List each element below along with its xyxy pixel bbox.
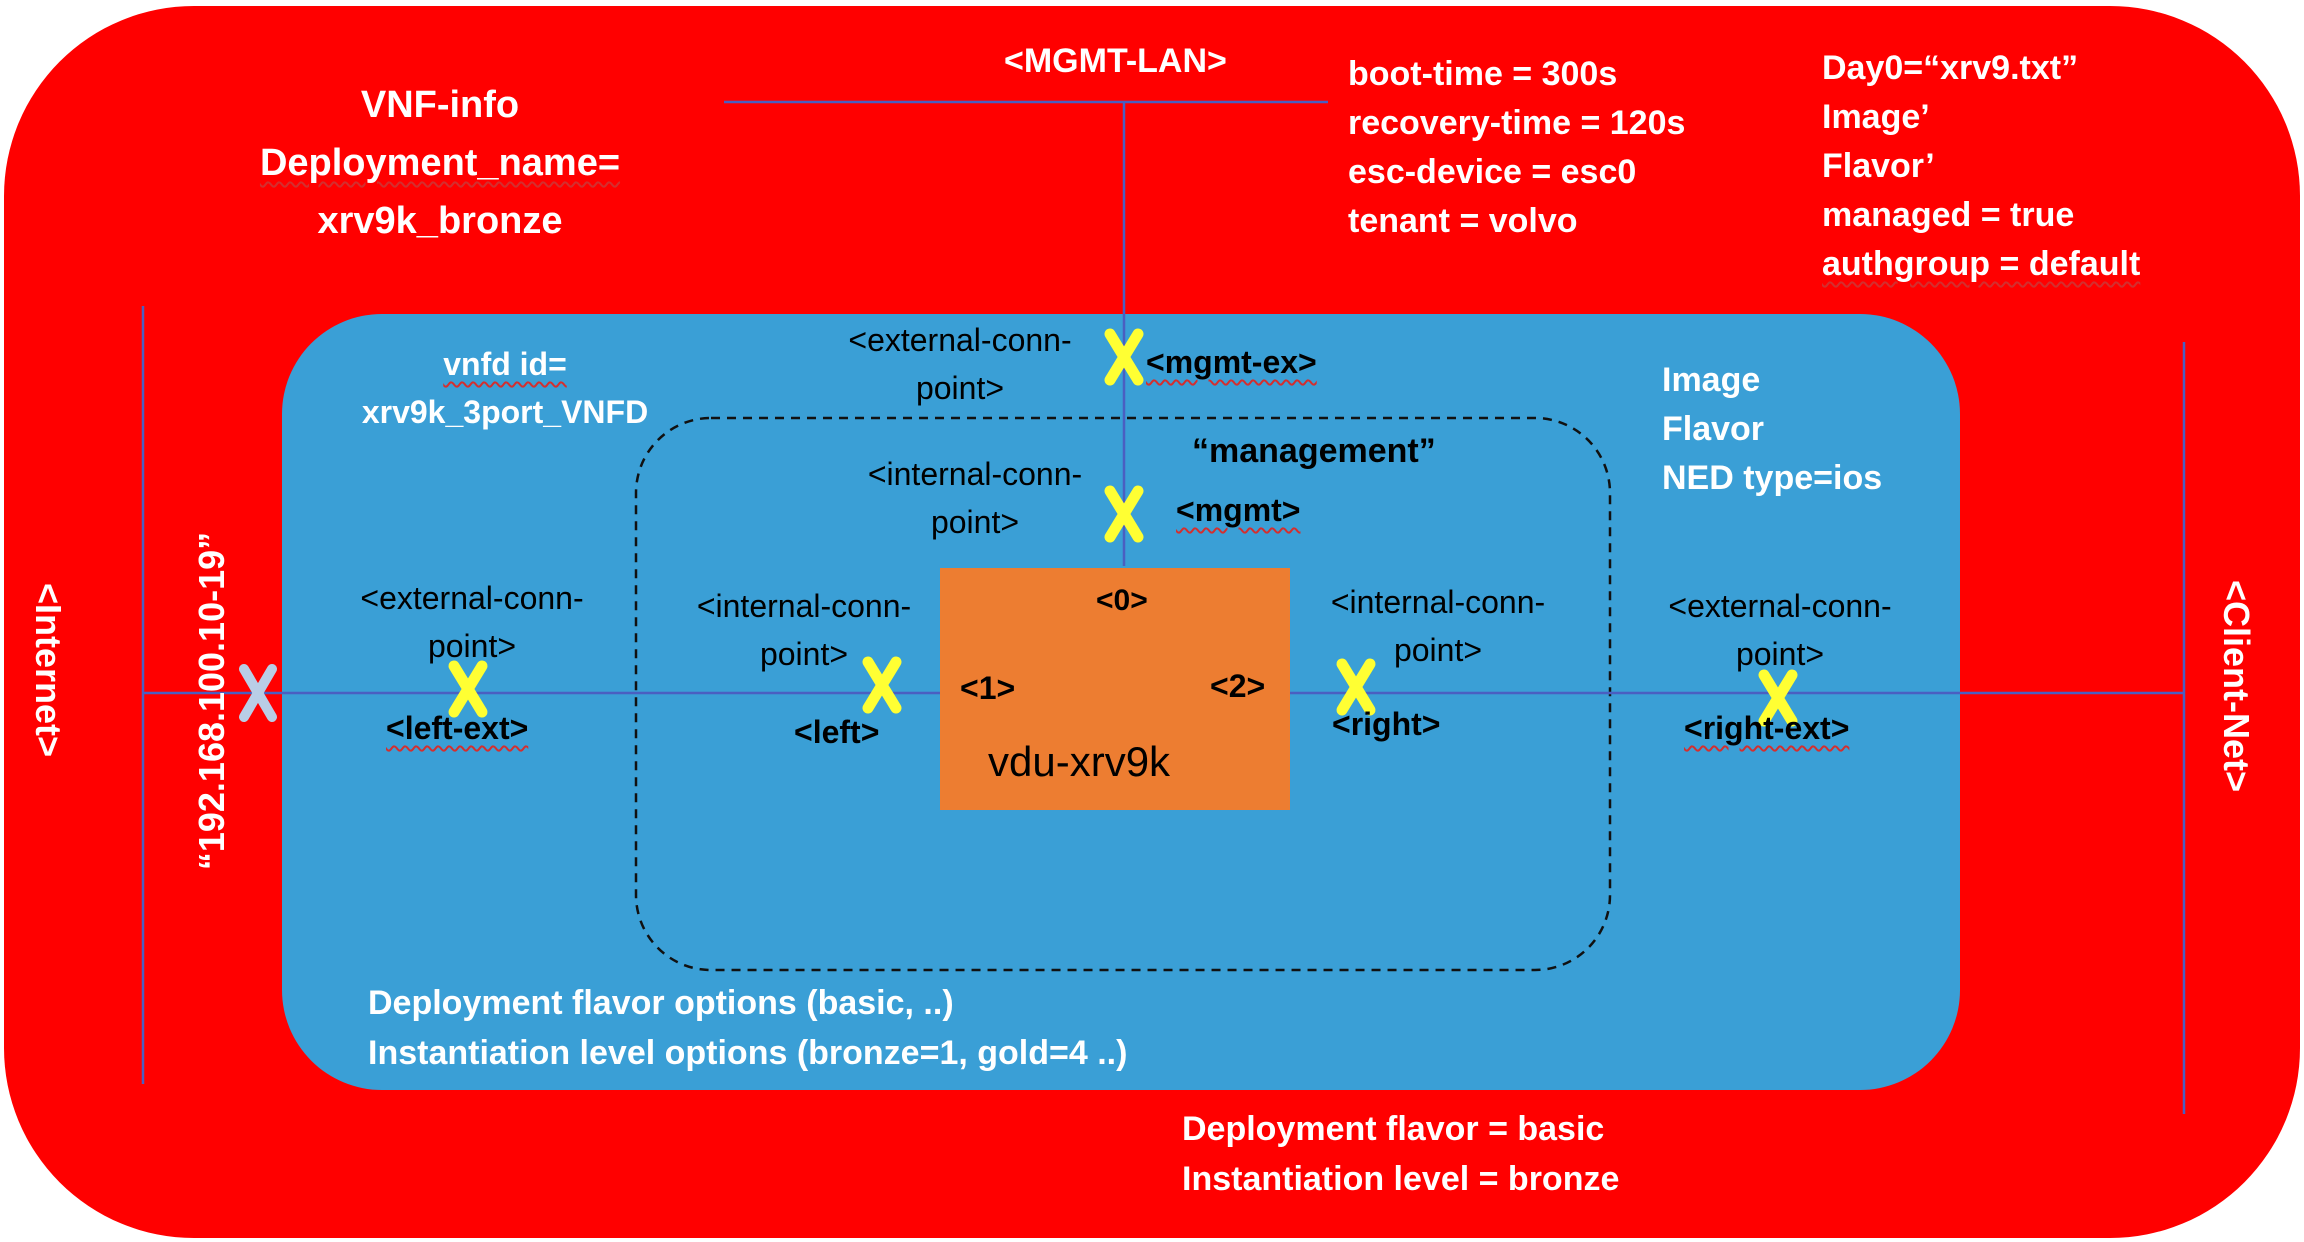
flavor-label: Flavor xyxy=(1662,410,1765,448)
tenant: tenant = volvo xyxy=(1348,202,1578,240)
boot-time: boot-time = 300s xyxy=(1348,55,1618,93)
mgmt-ex-label: <mgmt-ex> xyxy=(1146,344,1317,380)
vnfd-id-block: vnfd id= xrv9k_3port_VNFD xyxy=(300,340,710,436)
vdu-name: vdu-xrv9k xyxy=(988,738,1171,785)
day0-block: Day0=“xrv9.txt” Image’ Flavor’ managed =… xyxy=(1822,44,2140,289)
x-marker-icon xyxy=(448,660,488,718)
right-ext-label: <right-ext> xyxy=(1684,710,1850,746)
vnfd-id-label: vnfd id= xyxy=(443,346,567,382)
esc-params-block: boot-time = 300s recovery-time = 120s es… xyxy=(1348,50,1685,246)
day0-config: Day0=“xrv9.txt” xyxy=(1822,49,2079,87)
left-label: <left> xyxy=(794,714,880,750)
ext-conn-point-right: <external-conn- point> xyxy=(1668,588,1892,672)
instantiation-level: Instantiation level = bronze xyxy=(1182,1160,1620,1198)
x-marker-icon xyxy=(1758,669,1798,727)
vnfd-id-value: xrv9k_3port_VNFD xyxy=(361,394,649,430)
ext-conn-point-left: <external-conn- point> xyxy=(360,580,584,664)
esc-device: esc-device = esc0 xyxy=(1348,153,1637,191)
x-marker-icon xyxy=(1104,328,1144,386)
image-flavor-block: Image Flavor NED type=ios xyxy=(1662,356,1882,503)
int-conn-point-top: <internal-conn- point> xyxy=(867,456,1083,540)
flavor-prime: Flavor’ xyxy=(1822,147,1935,185)
right-label: <right> xyxy=(1332,706,1441,742)
int-conn-point-right: <internal-conn- point> xyxy=(1330,584,1546,668)
recovery-time: recovery-time = 120s xyxy=(1348,104,1686,142)
mgmt-lan-label: <MGMT-LAN> xyxy=(1004,42,1227,80)
options-block: Deployment flavor options (basic, ..) In… xyxy=(368,978,1127,1078)
authgroup: authgroup = default xyxy=(1822,245,2141,283)
vdu-box xyxy=(940,568,1290,810)
vdu-port-1: <1> xyxy=(960,670,1016,706)
managed: managed = true xyxy=(1822,196,2075,234)
image-prime: Image’ xyxy=(1822,98,1930,136)
deployment-flavor: Deployment flavor = basic xyxy=(1182,1110,1605,1148)
client-net-label: <Client-Net> xyxy=(2216,580,2257,793)
ned-type: NED type=ios xyxy=(1662,459,1883,497)
instantiation-level-options: Instantiation level options (bronze=1, g… xyxy=(368,1034,1128,1072)
x-marker-icon xyxy=(239,664,277,722)
x-marker-icon xyxy=(1336,658,1376,716)
mgmt-label: <mgmt> xyxy=(1176,492,1301,528)
x-marker-icon xyxy=(862,656,902,714)
vdu-port-2: <2> xyxy=(1210,668,1266,704)
int-conn-point-left: <internal-conn- point> xyxy=(696,588,912,672)
deployment-flavor-options: Deployment flavor options (basic, ..) xyxy=(368,984,954,1022)
vdu-port-0: <0> xyxy=(1096,584,1148,617)
image-label: Image xyxy=(1662,361,1761,399)
management-label: “management” xyxy=(1192,432,1436,470)
deployment-name-value: xrv9k_bronze xyxy=(317,200,563,242)
x-marker-icon xyxy=(1104,485,1144,543)
deployment-block: Deployment flavor = basic Instantiation … xyxy=(1182,1104,1619,1204)
internet-label: <Internet> xyxy=(28,583,69,758)
vnf-info-title: VNF-info xyxy=(360,84,520,126)
left-ext-label: <left-ext> xyxy=(386,710,529,746)
deployment-name-label: Deployment_name= xyxy=(259,142,621,184)
ext-conn-point-top: <external-conn- point> xyxy=(848,322,1072,406)
vnf-info-block: VNF-info Deployment_name= xrv9k_bronze xyxy=(160,76,720,250)
ip-range-label: “192.168.100.10-19” xyxy=(191,531,232,871)
